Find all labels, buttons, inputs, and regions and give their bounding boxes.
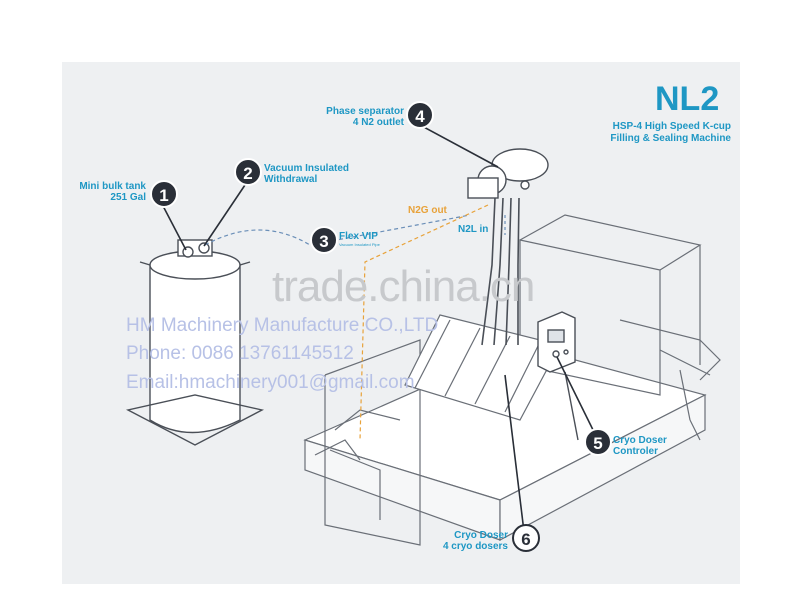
callout-1-line2: 251 Gal (110, 192, 146, 203)
callout-2-line1: Vacuum Insulated (264, 163, 350, 174)
callout-3-badge: 3 (310, 226, 338, 254)
callout-5-badge: 5 (584, 428, 612, 456)
watermark-email: Email:hmachinery001@gmail.com (126, 372, 415, 393)
cryo-controller-drawing (537, 311, 579, 441)
phase-separator-drawing (467, 148, 549, 199)
doser-tubes (481, 197, 520, 346)
bulk-tank-drawing (125, 239, 265, 446)
callout-2-line2: Withdrawal (264, 174, 318, 185)
callout-6-line2: 4 cryo dosers (442, 541, 508, 552)
callout-4-label: Phase separator 4 N2 outlet (326, 106, 404, 128)
callout-4-badge: 4 (406, 101, 434, 129)
callout-4-line1: Phase separator (326, 106, 404, 117)
watermark-company: HM Machinery Manufacture CO.,LTD (126, 315, 439, 336)
n2g-out-label: N2G out (408, 205, 447, 216)
callout-1-label: Mini bulk tank 251 Gal (79, 181, 146, 203)
callout-5-line1: Cryo Doser (613, 435, 667, 446)
callout-3-line2: Vacuum Insulated Pipe (339, 242, 380, 247)
callout-3-label: Flex VIP Vacuum Insulated Pipe (339, 231, 380, 247)
callout-2-label: Vacuum Insulated Withdrawal (264, 163, 349, 185)
callout-6-line1: Cryo Doser (454, 530, 508, 541)
callout-4-line2: 4 N2 outlet (352, 117, 404, 128)
subtitle-line1: HSP-4 High Speed K-cup (612, 121, 731, 132)
callout-6-badge: 6 (512, 524, 540, 552)
subtitle-line2: Filling & Sealing Machine (610, 133, 731, 144)
callout-6-label: Cryo Doser 4 cryo dosers (443, 530, 508, 552)
callout-1-badge: 1 (150, 180, 178, 208)
callout-2-badge: 2 (234, 158, 262, 186)
callout-5-label: Cryo Doser Controler (613, 435, 667, 457)
diagram-subtitle: HSP-4 High Speed K-cup Filling & Sealing… (610, 121, 731, 145)
callout-5-line2: Controler (613, 446, 658, 457)
pipe-lines (204, 204, 506, 441)
n2l-in-label: N2L in (458, 224, 489, 235)
leader-lines (161, 124, 599, 541)
callout-1-line1: Mini bulk tank (79, 181, 146, 192)
watermark-site: trade.china.cn (272, 262, 535, 311)
callout-3-line1: Flex VIP (339, 231, 378, 242)
watermark-phone: Phone: 0086 13761145512 (126, 343, 354, 364)
filling-machine-drawing (303, 214, 721, 546)
diagram-title: NL2 (655, 80, 720, 118)
